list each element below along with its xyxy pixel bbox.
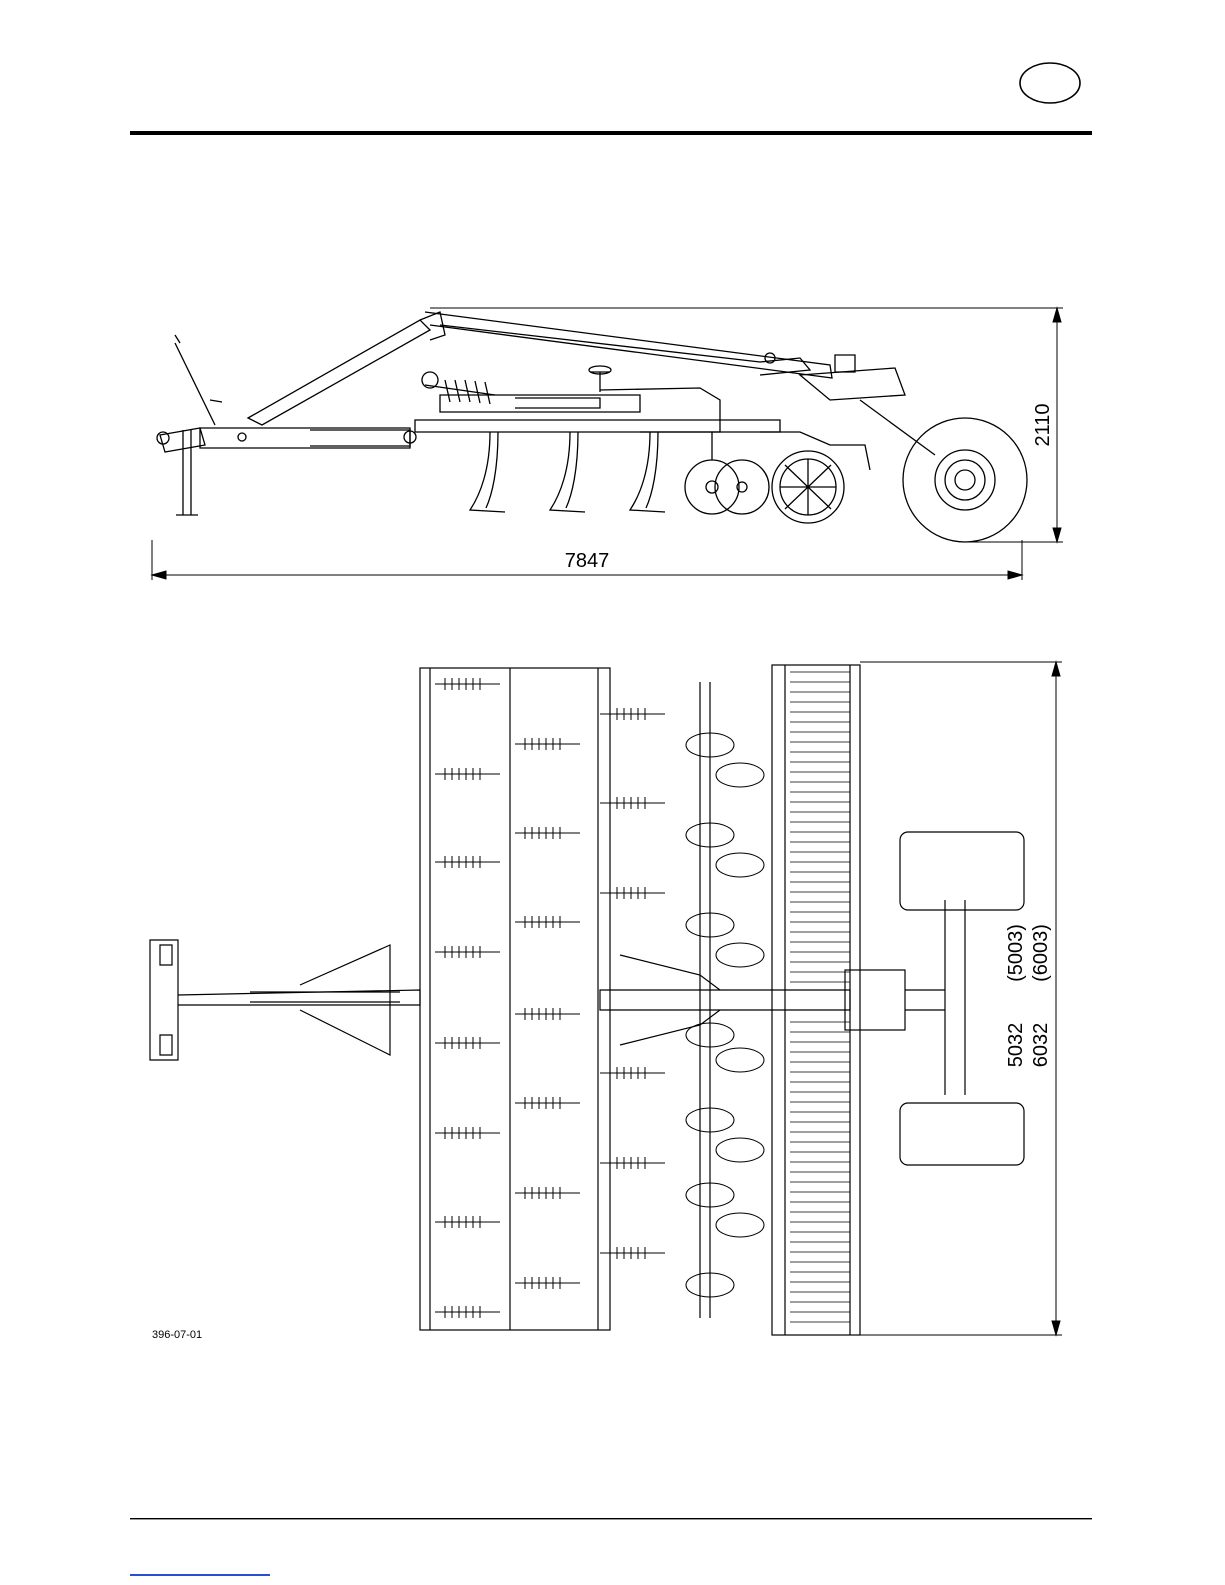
- language-badge: [1020, 63, 1080, 103]
- footer-rule: [130, 1518, 1092, 1519]
- tine-springs: [435, 678, 665, 1318]
- height-dimension-label: 2110: [1032, 403, 1054, 446]
- header-rule: [130, 131, 1092, 135]
- width-dimension-b: 6032: [1030, 1023, 1052, 1068]
- length-dimension-label: 7847: [565, 550, 610, 572]
- width-dimension-b-alt: (6003): [1030, 924, 1052, 982]
- figure-code: 396-07-01: [152, 1329, 202, 1341]
- side-view-drawing: [157, 312, 1027, 542]
- roller-teeth: [790, 672, 850, 1322]
- width-dimension-a: 5032: [1005, 1023, 1027, 1068]
- disc-row: [686, 733, 764, 1297]
- width-dimension-a-alt: (5003): [1005, 924, 1027, 982]
- footer-link-underline[interactable]: [130, 1574, 270, 1576]
- top-view-drawing: [150, 665, 1024, 1335]
- top-dimension-lines: [860, 662, 1062, 1335]
